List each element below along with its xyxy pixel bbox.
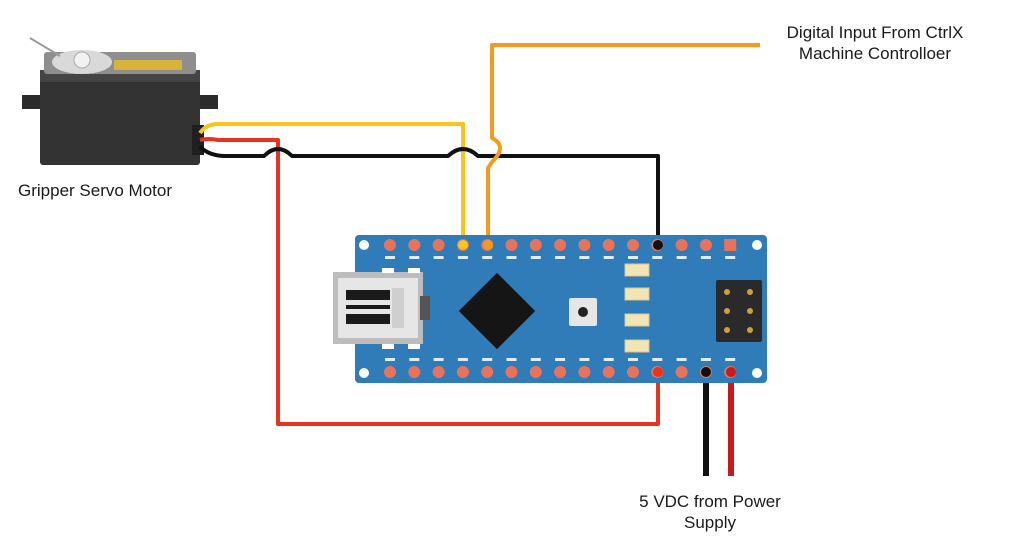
status-led (624, 287, 650, 301)
header-pin (481, 366, 494, 378)
servo-label-text: Gripper Servo Motor (18, 180, 172, 201)
servo-body (40, 70, 200, 165)
silk-mark (603, 358, 614, 361)
silk-mark (700, 256, 711, 259)
servo-motor (22, 37, 218, 165)
silk-mark (506, 358, 517, 361)
status-led (624, 339, 650, 353)
silk-mark (530, 256, 541, 259)
header-pin (408, 366, 421, 378)
silk-mark (579, 358, 590, 361)
silk-mark (482, 358, 493, 361)
silk-mark (579, 256, 590, 259)
header-pin (384, 366, 396, 378)
header-pin (602, 239, 615, 251)
arduino-nano-board (333, 235, 767, 383)
microcontroller-chip (458, 272, 536, 350)
servo-mount-tab-left (22, 95, 44, 109)
servo-caption: Gripper Servo Motor (18, 181, 172, 200)
silk-mark (433, 358, 444, 361)
header-pin (384, 239, 396, 251)
silk-mark (555, 358, 566, 361)
header-pin (554, 366, 567, 378)
header-pin (529, 366, 542, 378)
servo-label (114, 60, 182, 70)
top-header-pins (384, 239, 737, 251)
header-pin (505, 366, 518, 378)
header-pin (675, 239, 688, 251)
ctrlx-caption-line1: Digital Input From CtrlX (786, 23, 964, 42)
power-caption-line2: Supply (684, 513, 736, 532)
header-pin (432, 239, 445, 251)
ctrlx-input-wire (486, 43, 760, 243)
silk-mark (385, 256, 395, 259)
silk-mark (555, 256, 566, 259)
header-pin (408, 239, 421, 251)
silk-mark (385, 358, 395, 361)
header-pin (456, 366, 469, 378)
header-pin (602, 366, 615, 378)
silk-mark (457, 256, 468, 259)
silk-mark (530, 358, 541, 361)
power-caption-line1: 5 VDC from Power (639, 492, 781, 511)
mount-hole (752, 368, 762, 378)
header-pin (627, 366, 639, 378)
silk-mark (652, 358, 663, 361)
pin-d2-connection (458, 240, 468, 250)
silk-mark (725, 358, 736, 361)
bottom-header-pins (384, 366, 737, 378)
silk-mark (725, 256, 736, 259)
pin-vin-gnd-connection (701, 367, 711, 377)
header-pin (505, 239, 518, 251)
servo-signal-wire (198, 122, 465, 243)
pin-gnd-connection (653, 240, 663, 250)
silk-mark (676, 358, 687, 361)
silk-mark (700, 358, 711, 361)
ctrlx-caption-line2: Machine Controlloer (798, 44, 952, 63)
header-pin (675, 366, 688, 378)
status-led (624, 263, 650, 277)
servo-ground-wire (198, 145, 660, 243)
servo-power-wire (199, 137, 660, 426)
silk-mark (409, 358, 420, 361)
status-led (624, 313, 650, 327)
mount-hole (359, 368, 369, 378)
silk-mark (482, 256, 493, 259)
pin-vin-connection (726, 367, 736, 377)
usb-connector (333, 272, 430, 344)
icsp-header (716, 280, 762, 342)
board-pcb (355, 235, 767, 383)
silk-mark (409, 256, 420, 259)
silk-mark (628, 256, 638, 259)
servo-mount-tab-right (196, 95, 218, 109)
header-pin (578, 366, 591, 378)
silk-mark (652, 256, 663, 259)
header-pin (432, 366, 445, 378)
power-label-text: 5 VDC from Power Supply (600, 491, 820, 533)
silk-mark (433, 256, 444, 259)
header-pin (578, 239, 591, 251)
header-pin-square (724, 239, 737, 251)
silk-mark (457, 358, 468, 361)
header-pin (554, 239, 567, 251)
header-pin (699, 239, 712, 251)
pin-d3-connection (483, 240, 493, 250)
header-pin (627, 239, 639, 251)
mount-hole (752, 240, 762, 250)
mount-hole (359, 240, 369, 250)
ctrlx-label-text: Digital Input From CtrlX Machine Control… (755, 22, 995, 64)
silk-mark (603, 256, 614, 259)
header-pin (529, 239, 542, 251)
silk-mark (676, 256, 687, 259)
silk-mark (628, 358, 638, 361)
silk-mark (506, 256, 517, 259)
pin-5v-connection (653, 367, 663, 377)
